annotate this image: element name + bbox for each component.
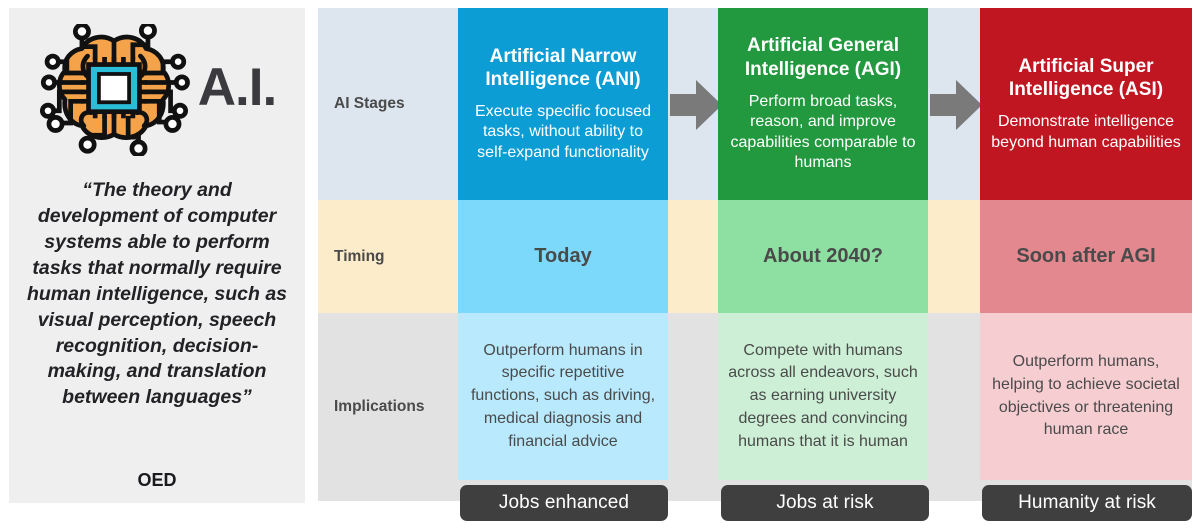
implications-cell-ani: Outperform humans in specific repetitive… [458, 313, 668, 480]
stage-cell-agi: Artificial General Intelligence (AGI) Pe… [718, 8, 928, 200]
row-label-ai-stages: AI Stages [334, 95, 405, 112]
timing-cell-agi: About 2040? [718, 200, 928, 313]
ai-definition-quote: “The theory and development of computer … [26, 179, 288, 409]
stage-description-asi: Demonstrate intelligence beyond human ca… [991, 113, 1181, 151]
badge-asi: Humanity at risk [982, 485, 1192, 521]
implications-cell-asi: Outperform humans, helping to achieve so… [980, 313, 1192, 480]
arrow-agi-to-asi-icon [930, 78, 982, 132]
row-label-timing: Timing [334, 247, 385, 265]
stage-title-agi: Artificial General Intelligence (AGI) [744, 35, 902, 80]
arrow-ani-to-agi-icon [670, 78, 722, 132]
quote-source: OED [137, 470, 177, 490]
stage-cell-ani: Artificial Narrow Intelligence (ANI) Exe… [458, 8, 668, 200]
timing-cell-asi: Soon after AGI [980, 200, 1192, 313]
implications-cell-agi: Compete with humans across all endeavors… [718, 313, 928, 480]
badge-agi: Jobs at risk [721, 485, 929, 521]
stage-title-asi: Artificial Super Intelligence (ASI) [1008, 55, 1164, 101]
badge-ani: Jobs enhanced [460, 485, 668, 521]
stage-description-agi: Perform broad tasks, reason, and improve… [730, 92, 916, 172]
stage-cell-asi: Artificial Super Intelligence (ASI) Demo… [980, 8, 1192, 200]
ai-brand-row: A.I. [9, 22, 305, 158]
timing-cell-ani: Today [458, 200, 668, 313]
stage-description-ani: Execute specific focused tasks, without … [474, 102, 652, 161]
stage-title-ani: Artificial Narrow Intelligence (ANI) [485, 45, 641, 90]
row-label-implications: Implications [334, 398, 425, 415]
ai-wordmark: A.I. [197, 57, 277, 117]
ai-brain-circuit-icon [39, 24, 190, 156]
ai-definition-panel: A.I. “The theory and development of comp… [9, 8, 305, 503]
